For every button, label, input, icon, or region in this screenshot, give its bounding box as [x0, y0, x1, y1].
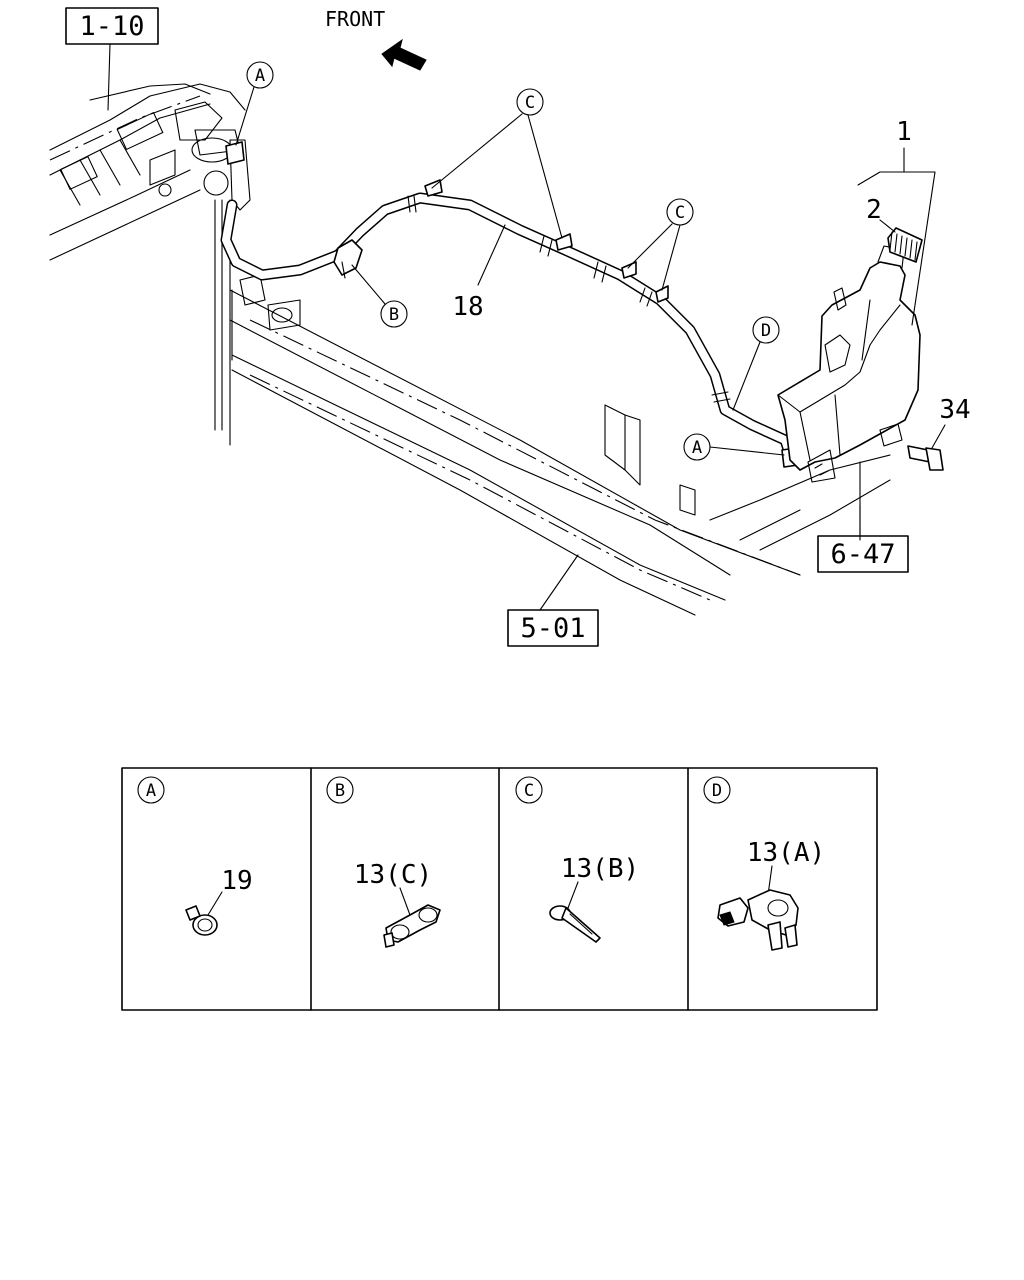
frame-rail [229, 274, 891, 616]
leader-c-top [431, 113, 563, 239]
detail-part-13a: 13(A) [747, 838, 825, 868]
part-number-1: 1 [896, 117, 912, 147]
part-number-2: 2 [866, 195, 882, 225]
hose-clamp-19-icon [185, 905, 218, 936]
front-arrow-icon [381, 38, 427, 71]
detail-letter-a: A [137, 776, 165, 804]
radiator-structure [49, 83, 251, 446]
callout-c-top[interactable]: C [516, 88, 544, 116]
callout-c-mid[interactable]: C [666, 198, 694, 226]
leader-1 [857, 171, 936, 326]
detail-table [121, 767, 878, 1011]
front-label: FRONT [325, 7, 385, 31]
svg-text:B: B [389, 305, 399, 325]
svg-text:C: C [524, 781, 534, 801]
leader-c-mid [627, 223, 681, 291]
clamp-13a-icon [717, 889, 799, 951]
leader-18 [477, 224, 506, 286]
svg-text:A: A [255, 66, 265, 86]
leader-d [732, 341, 761, 411]
ref-box-1-10[interactable]: 1-10 [65, 7, 159, 45]
callout-b[interactable]: B [380, 300, 408, 328]
svg-text:C: C [675, 203, 685, 223]
clip-13b-icon [549, 905, 601, 943]
tank-cap [887, 227, 923, 263]
callout-a-top[interactable]: A [246, 61, 274, 89]
detail-panel-a: A 19 [137, 776, 253, 936]
leader-a-bottom [709, 446, 785, 456]
callout-d[interactable]: D [752, 316, 780, 344]
svg-text:C: C [525, 93, 535, 113]
detail-letter-b: B [326, 776, 354, 804]
leader-2 [879, 219, 896, 233]
washer-tank [777, 245, 921, 541]
clamp-13c-icon [383, 904, 441, 948]
ref-leader-5-01 [539, 554, 579, 611]
detail-part-19: 19 [221, 866, 252, 896]
detail-part-13c: 13(C) [354, 860, 432, 890]
washer-hose [220, 141, 799, 468]
leader-34 [931, 424, 946, 449]
part-number-34: 34 [939, 395, 970, 425]
svg-text:B: B [335, 781, 345, 801]
leader-b [351, 264, 386, 305]
ref-box-5-01[interactable]: 5-01 [507, 609, 599, 647]
svg-text:D: D [761, 321, 771, 341]
detail-panel-b: B 13(C) [326, 776, 441, 948]
ref-label-5-01: 5-01 [520, 613, 585, 644]
svg-text:A: A [146, 781, 156, 801]
svg-text:D: D [712, 781, 722, 801]
detail-panel-c: C 13(B) [515, 776, 639, 943]
leader-a-top [235, 86, 255, 146]
ref-label-6-47: 6-47 [830, 539, 895, 570]
ref-box-6-47[interactable]: 6-47 [817, 535, 909, 573]
detail-letter-d: D [703, 776, 731, 804]
part-number-18: 18 [452, 292, 483, 322]
detail-panel-d: D 13(A) [703, 776, 825, 951]
detail-part-13b: 13(B) [561, 854, 639, 884]
detail-letter-c: C [515, 776, 543, 804]
ref-label-1-10: 1-10 [79, 11, 144, 42]
svg-text:A: A [692, 438, 702, 458]
ref-leader-1-10 [107, 43, 111, 111]
callout-a-bottom[interactable]: A [683, 433, 711, 461]
bolt [907, 445, 944, 471]
